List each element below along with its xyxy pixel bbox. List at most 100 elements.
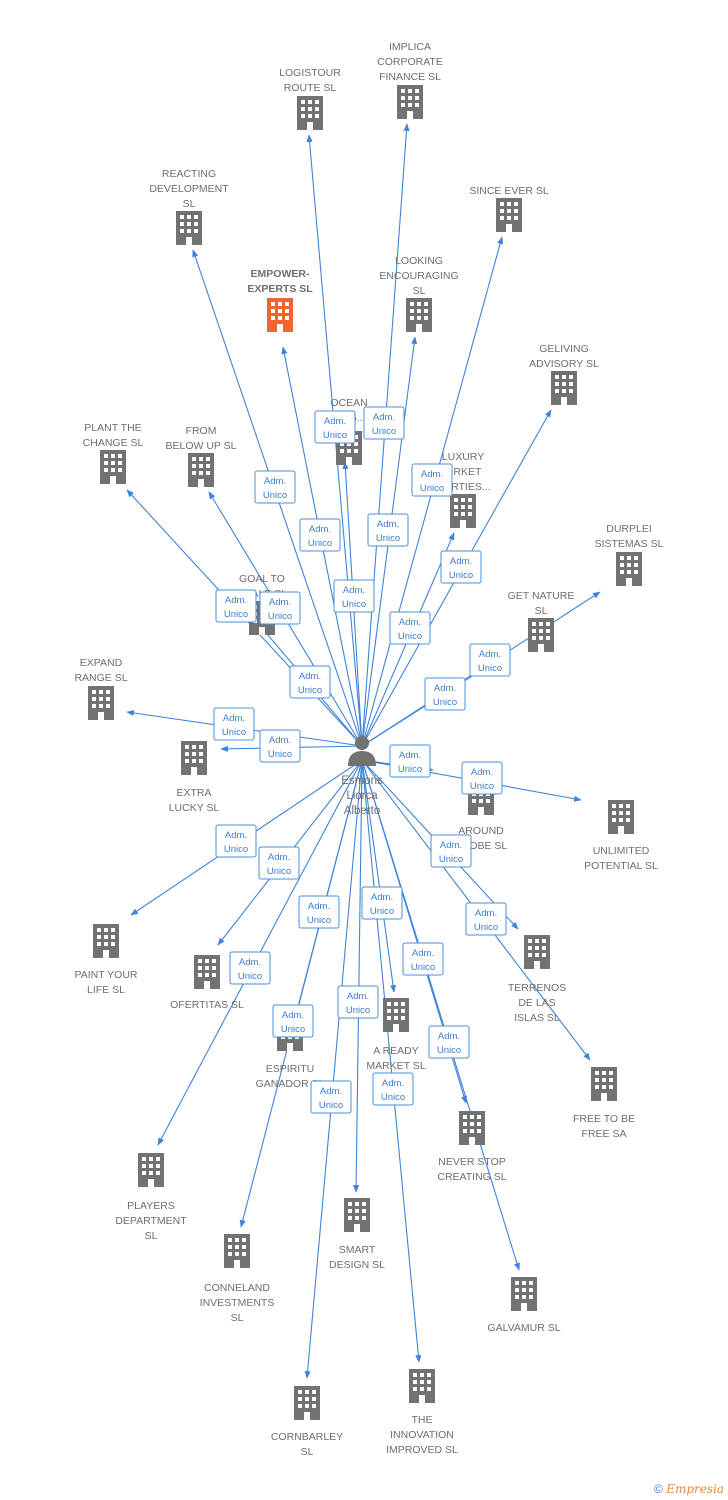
company-name-line: DE LAS bbox=[518, 997, 555, 1009]
role-label: Unico bbox=[307, 915, 331, 926]
role-box-unlimited[interactable]: Adm.Unico bbox=[461, 761, 503, 795]
role-box-since-ever[interactable]: Adm.Unico bbox=[411, 463, 453, 497]
role-label: Unico bbox=[281, 1024, 305, 1035]
role-label: Unico bbox=[439, 854, 463, 865]
edge-conneland bbox=[239, 759, 363, 1228]
role-box-empower[interactable]: Adm.Unico bbox=[299, 518, 341, 552]
company-name-line: SL bbox=[145, 1230, 158, 1242]
building-icon bbox=[100, 450, 126, 484]
company-name-line: GALVAMUR SL bbox=[487, 1322, 560, 1334]
role-label: Unico bbox=[411, 962, 435, 973]
role-label: Unico bbox=[268, 611, 292, 622]
role-box-a-ready[interactable]: Adm.Unico bbox=[361, 886, 403, 920]
company-name-line: EXPAND bbox=[80, 657, 123, 669]
edge-a-ready bbox=[361, 759, 397, 993]
role-box-smart[interactable]: Adm.Unico bbox=[337, 985, 379, 1019]
role-label: Unico bbox=[474, 922, 498, 933]
company-name-line: NEVER STOP bbox=[438, 1156, 506, 1168]
company-node-since-ever[interactable]: SINCE EVER SL bbox=[469, 185, 549, 232]
role-box-ofertitas[interactable]: Adm.Unico bbox=[258, 846, 300, 880]
role-box-free[interactable]: Adm.Unico bbox=[465, 902, 507, 936]
role-box-durplei[interactable]: Adm.Unico bbox=[469, 643, 511, 677]
role-box-around[interactable]: Adm. Unico bbox=[389, 744, 431, 778]
role-label: Adm. bbox=[282, 1010, 304, 1021]
company-node-galvamur[interactable]: GALVAMUR SL bbox=[487, 1277, 561, 1334]
role-label: Unico bbox=[323, 430, 347, 441]
role-box-looking[interactable]: Adm.Unico bbox=[367, 513, 409, 547]
company-name-line: ISLAS SL bbox=[514, 1012, 560, 1024]
role-box-ocean[interactable]: Adm.Unico bbox=[333, 579, 375, 613]
role-box-goal[interactable]: Adm.Unico bbox=[289, 665, 331, 699]
company-name-line: EXTRA bbox=[176, 787, 211, 799]
empresia-footer: © Empresia bbox=[654, 1482, 724, 1496]
company-name-line: DESIGN SL bbox=[329, 1259, 385, 1271]
role-label: Unico bbox=[224, 844, 248, 855]
role-label: Adm. bbox=[399, 750, 421, 761]
company-node-empower[interactable]: EMPOWER-EXPERTS SL bbox=[247, 268, 313, 332]
role-label: Unico bbox=[398, 764, 422, 775]
role-box-espiritu[interactable]: Adm.Unico bbox=[298, 895, 340, 929]
company-name-line: GET NATURE bbox=[508, 590, 575, 602]
company-name-line: GOAL TO bbox=[239, 573, 285, 585]
role-label: Unico bbox=[342, 599, 366, 610]
building-icon bbox=[194, 955, 220, 989]
role-box-expand[interactable]: Adm.Unico bbox=[213, 707, 255, 741]
building-icon bbox=[181, 741, 207, 775]
role-label: Unico bbox=[381, 1092, 405, 1103]
company-name-line: REACTING bbox=[162, 168, 216, 180]
role-box-cornbarley[interactable]: Adm.Unico bbox=[310, 1080, 352, 1114]
role-label: Adm. bbox=[479, 649, 501, 660]
company-node-ofertitas[interactable]: OFERTITAS SL bbox=[170, 955, 244, 1011]
role-box-implica[interactable]: Adm.Unico bbox=[363, 406, 405, 440]
role-box-terrenos[interactable]: Adm.Unico bbox=[430, 834, 472, 868]
role-label: Adm. bbox=[399, 617, 421, 628]
role-box-players[interactable]: Adm.Unico bbox=[229, 951, 271, 985]
role-label: Adm. bbox=[471, 767, 493, 778]
company-name-line: CORNBARLEY bbox=[271, 1431, 343, 1443]
role-box-never-stop[interactable]: Adm.Unico bbox=[402, 942, 444, 976]
role-box-extra[interactable]: Adm.Unico bbox=[259, 729, 301, 763]
role-box-innovation[interactable]: Adm.Unico bbox=[372, 1072, 414, 1106]
empresia-logo[interactable]: Empresia bbox=[666, 1482, 724, 1496]
building-icon bbox=[297, 96, 323, 130]
building-icon bbox=[608, 800, 634, 834]
company-name-line: FROM bbox=[186, 425, 217, 437]
role-box-reacting[interactable]: Adm.Unico bbox=[254, 470, 296, 504]
role-label: Unico bbox=[268, 749, 292, 760]
role-box-conneland[interactable]: Adm. Unico bbox=[272, 1004, 314, 1038]
role-box-plant[interactable]: Adm.Unico bbox=[215, 589, 257, 623]
role-label: Unico bbox=[398, 631, 422, 642]
role-box-from-below[interactable]: Adm.Unico bbox=[259, 591, 301, 625]
role-box-get-nature[interactable]: Adm.Unico bbox=[424, 677, 466, 711]
role-box-geliving[interactable]: Adm.Unico bbox=[440, 550, 482, 584]
role-box-luxury[interactable]: Adm. Unico bbox=[389, 611, 431, 645]
role-box-logistour[interactable]: Adm.Unico bbox=[314, 410, 356, 444]
role-box-galvamur[interactable]: Adm.Unico bbox=[428, 1025, 470, 1059]
company-name-line: MARKET SL bbox=[366, 1060, 425, 1072]
role-box-paint[interactable]: Adm.Unico bbox=[215, 824, 257, 858]
